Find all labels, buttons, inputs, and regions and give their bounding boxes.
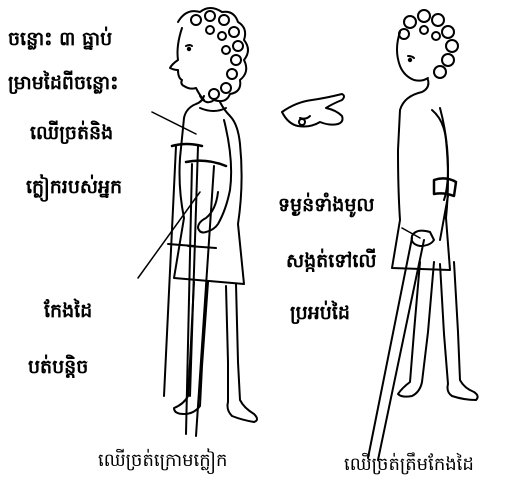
gap-note-line2: ម្រាមដៃពីចន្លោះ: [8, 72, 119, 95]
right-figure-caption: ឈើច្រត់ត្រឹមកែងដៃ: [344, 454, 474, 476]
hand-sketch: [282, 94, 344, 127]
left-figure-caption: ឈើច្រត់ក្រោមក្លៀក: [98, 450, 227, 472]
left-figure-face: [170, 28, 204, 100]
weight-note-line1: ទម្ងន់ទាំងមូល: [278, 194, 374, 217]
right-figure-hair: [399, 10, 458, 78]
gap-pointer-line: [152, 112, 196, 134]
gap-note-line3: ឈើច្រត់និង: [30, 122, 113, 145]
elbow-note-line1: កែងដៃ: [44, 300, 92, 323]
gap-note-line1: ចន្លោះ ៣ ធ្នាប់: [8, 28, 112, 51]
elbow-note-line2: បត់បន្តិច: [28, 356, 88, 379]
right-figure-forearm-crutch: [368, 10, 478, 460]
weight-note-line3: ប្រអប់ដៃ: [290, 302, 350, 325]
weight-note-line2: សង្កត់ទៅលើ: [286, 250, 376, 273]
gap-note-line4: ក្លៀករបស់អ្នក: [26, 176, 122, 199]
